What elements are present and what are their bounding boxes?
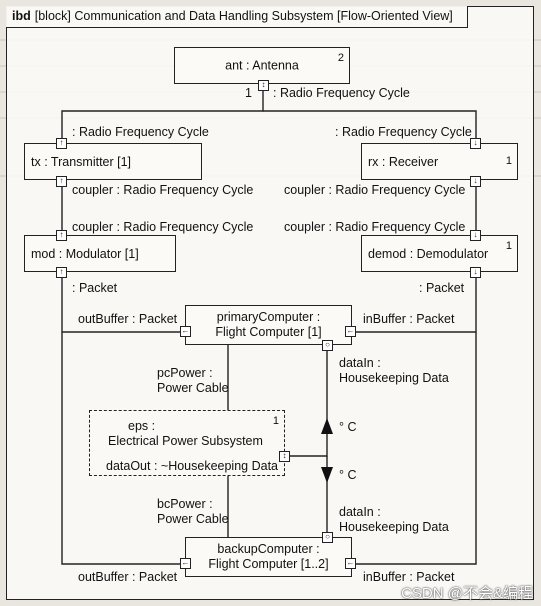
connector-outbuffers: [61, 332, 186, 565]
datain-bottom-label-2: Housekeeping Data: [339, 520, 449, 534]
tx-coupler-port[interactable]: ↑: [56, 176, 67, 187]
rx-in-port[interactable]: ↓: [470, 138, 481, 149]
receiver-part[interactable]: rx : Receiver 1: [361, 143, 518, 180]
datain-bottom-label-1: dataIn :: [339, 505, 381, 519]
pc-power-label-2: Power Cable: [157, 381, 229, 395]
demod-packet-label: : Packet: [419, 281, 465, 295]
flow-arrow-up: [321, 418, 333, 434]
frame-kind: ibd: [12, 9, 31, 23]
connector-antenna-rx: [263, 110, 477, 142]
modulator-label: mod : Modulator [1]: [31, 246, 139, 261]
demodulator-multiplicity: 1: [505, 240, 512, 252]
rx-coupler-label: coupler : Radio Frequency Cycle: [284, 183, 466, 197]
tx-in-label: : Radio Frequency Cycle: [72, 125, 209, 139]
rx-coupler-port[interactable]: ↓: [470, 176, 481, 187]
eps-dataout-label: dataOut : ~Housekeeping Data: [106, 459, 278, 473]
demod-coupler-port[interactable]: ↓: [470, 230, 481, 241]
pc-power-label-1: pcPower :: [157, 366, 213, 380]
eps-part[interactable]: eps : Electrical Power Subsystem 1 dataO…: [89, 410, 285, 476]
eps-name: eps :: [128, 419, 156, 433]
connector-datain-primary: [284, 350, 328, 457]
antenna-flow-label: : Radio Frequency Cycle: [273, 86, 410, 100]
primary-computer-name: primaryComputer :: [216, 310, 321, 324]
connector-inbuffers: [351, 332, 477, 565]
primary-computer-part[interactable]: primaryComputer : Flight Computer [1]: [185, 305, 352, 345]
temp-down-label: ° C: [339, 468, 357, 482]
backup-inbuffer-port[interactable]: ←: [345, 558, 356, 569]
antenna-label: ant : Antenna: [225, 58, 299, 72]
demod-packet-port[interactable]: ↓: [470, 267, 481, 278]
primary-outbuffer-port[interactable]: ←: [180, 326, 191, 337]
mod-coupler-label: coupler : Radio Frequency Cycle: [72, 220, 254, 234]
transmitter-part[interactable]: tx : Transmitter [1]: [24, 143, 202, 180]
rx-in-label: : Radio Frequency Cycle: [335, 125, 472, 139]
demodulator-label: demod : Demodulator: [368, 246, 489, 261]
eps-multiplicity: 1: [272, 415, 279, 427]
primary-inbuffer-port[interactable]: ←: [345, 326, 356, 337]
backup-computer-part[interactable]: backupComputer : Flight Computer [1..2]: [185, 537, 352, 577]
backup-computer-type: Flight Computer [1..2]: [208, 557, 329, 571]
backup-datain-port[interactable]: ○: [322, 532, 333, 543]
backup-outbuffer-label: outBuffer : Packet: [78, 570, 178, 584]
frame-header: ibd[block] Communication and Data Handli…: [6, 6, 468, 28]
bc-power-label-2: Power Cable: [157, 512, 229, 526]
frame-title: [block] Communication and Data Handling …: [34, 9, 453, 23]
tx-in-port[interactable]: ↑: [56, 138, 67, 149]
transmitter-label: tx : Transmitter [1]: [31, 154, 132, 169]
antenna-port-multiplicity: 1: [245, 86, 252, 100]
connector-antenna-tx: [61, 83, 264, 142]
receiver-multiplicity: 1: [505, 155, 512, 167]
primary-datain-port[interactable]: ○: [322, 340, 333, 351]
watermark: CSDN @不会&编程: [401, 585, 533, 602]
primary-inbuffer-label: inBuffer : Packet: [363, 312, 455, 326]
backup-inbuffer-label: inBuffer : Packet: [363, 570, 455, 584]
antenna-port[interactable]: ↕: [258, 80, 269, 91]
diagram-frame: [6, 6, 534, 600]
demod-coupler-label: coupler : Radio Frequency Cycle: [284, 220, 466, 234]
eps-dataout-port[interactable]: ↕: [279, 451, 290, 462]
mod-packet-label: : Packet: [72, 281, 118, 295]
primary-outbuffer-label: outBuffer : Packet: [78, 312, 178, 326]
mod-packet-port[interactable]: ↑: [56, 267, 67, 278]
receiver-label: rx : Receiver: [368, 154, 439, 169]
mod-coupler-port[interactable]: ↑: [56, 230, 67, 241]
temp-up-label: ° C: [339, 420, 357, 434]
bc-power-label-1: bcPower :: [157, 497, 213, 511]
backup-computer-label: backupComputer : Flight Computer [1..2]: [186, 542, 351, 572]
datain-top-label-2: Housekeeping Data: [339, 371, 449, 385]
datain-top-label-1: dataIn :: [339, 356, 381, 370]
primary-computer-type: Flight Computer [1]: [215, 325, 322, 339]
backup-computer-name: backupComputer :: [217, 542, 320, 556]
eps-type: Electrical Power Subsystem: [108, 434, 263, 448]
backup-outbuffer-port[interactable]: ←: [180, 558, 191, 569]
modulator-part[interactable]: mod : Modulator [1]: [24, 235, 176, 272]
antenna-multiplicity: 2: [337, 52, 344, 64]
tx-coupler-label: coupler : Radio Frequency Cycle: [72, 183, 254, 197]
primary-computer-label: primaryComputer : Flight Computer [1]: [186, 310, 351, 340]
demodulator-part[interactable]: demod : Demodulator 1: [361, 235, 518, 272]
flow-arrow-down: [321, 467, 333, 483]
antenna-part[interactable]: ant : Antenna 2: [174, 47, 350, 84]
